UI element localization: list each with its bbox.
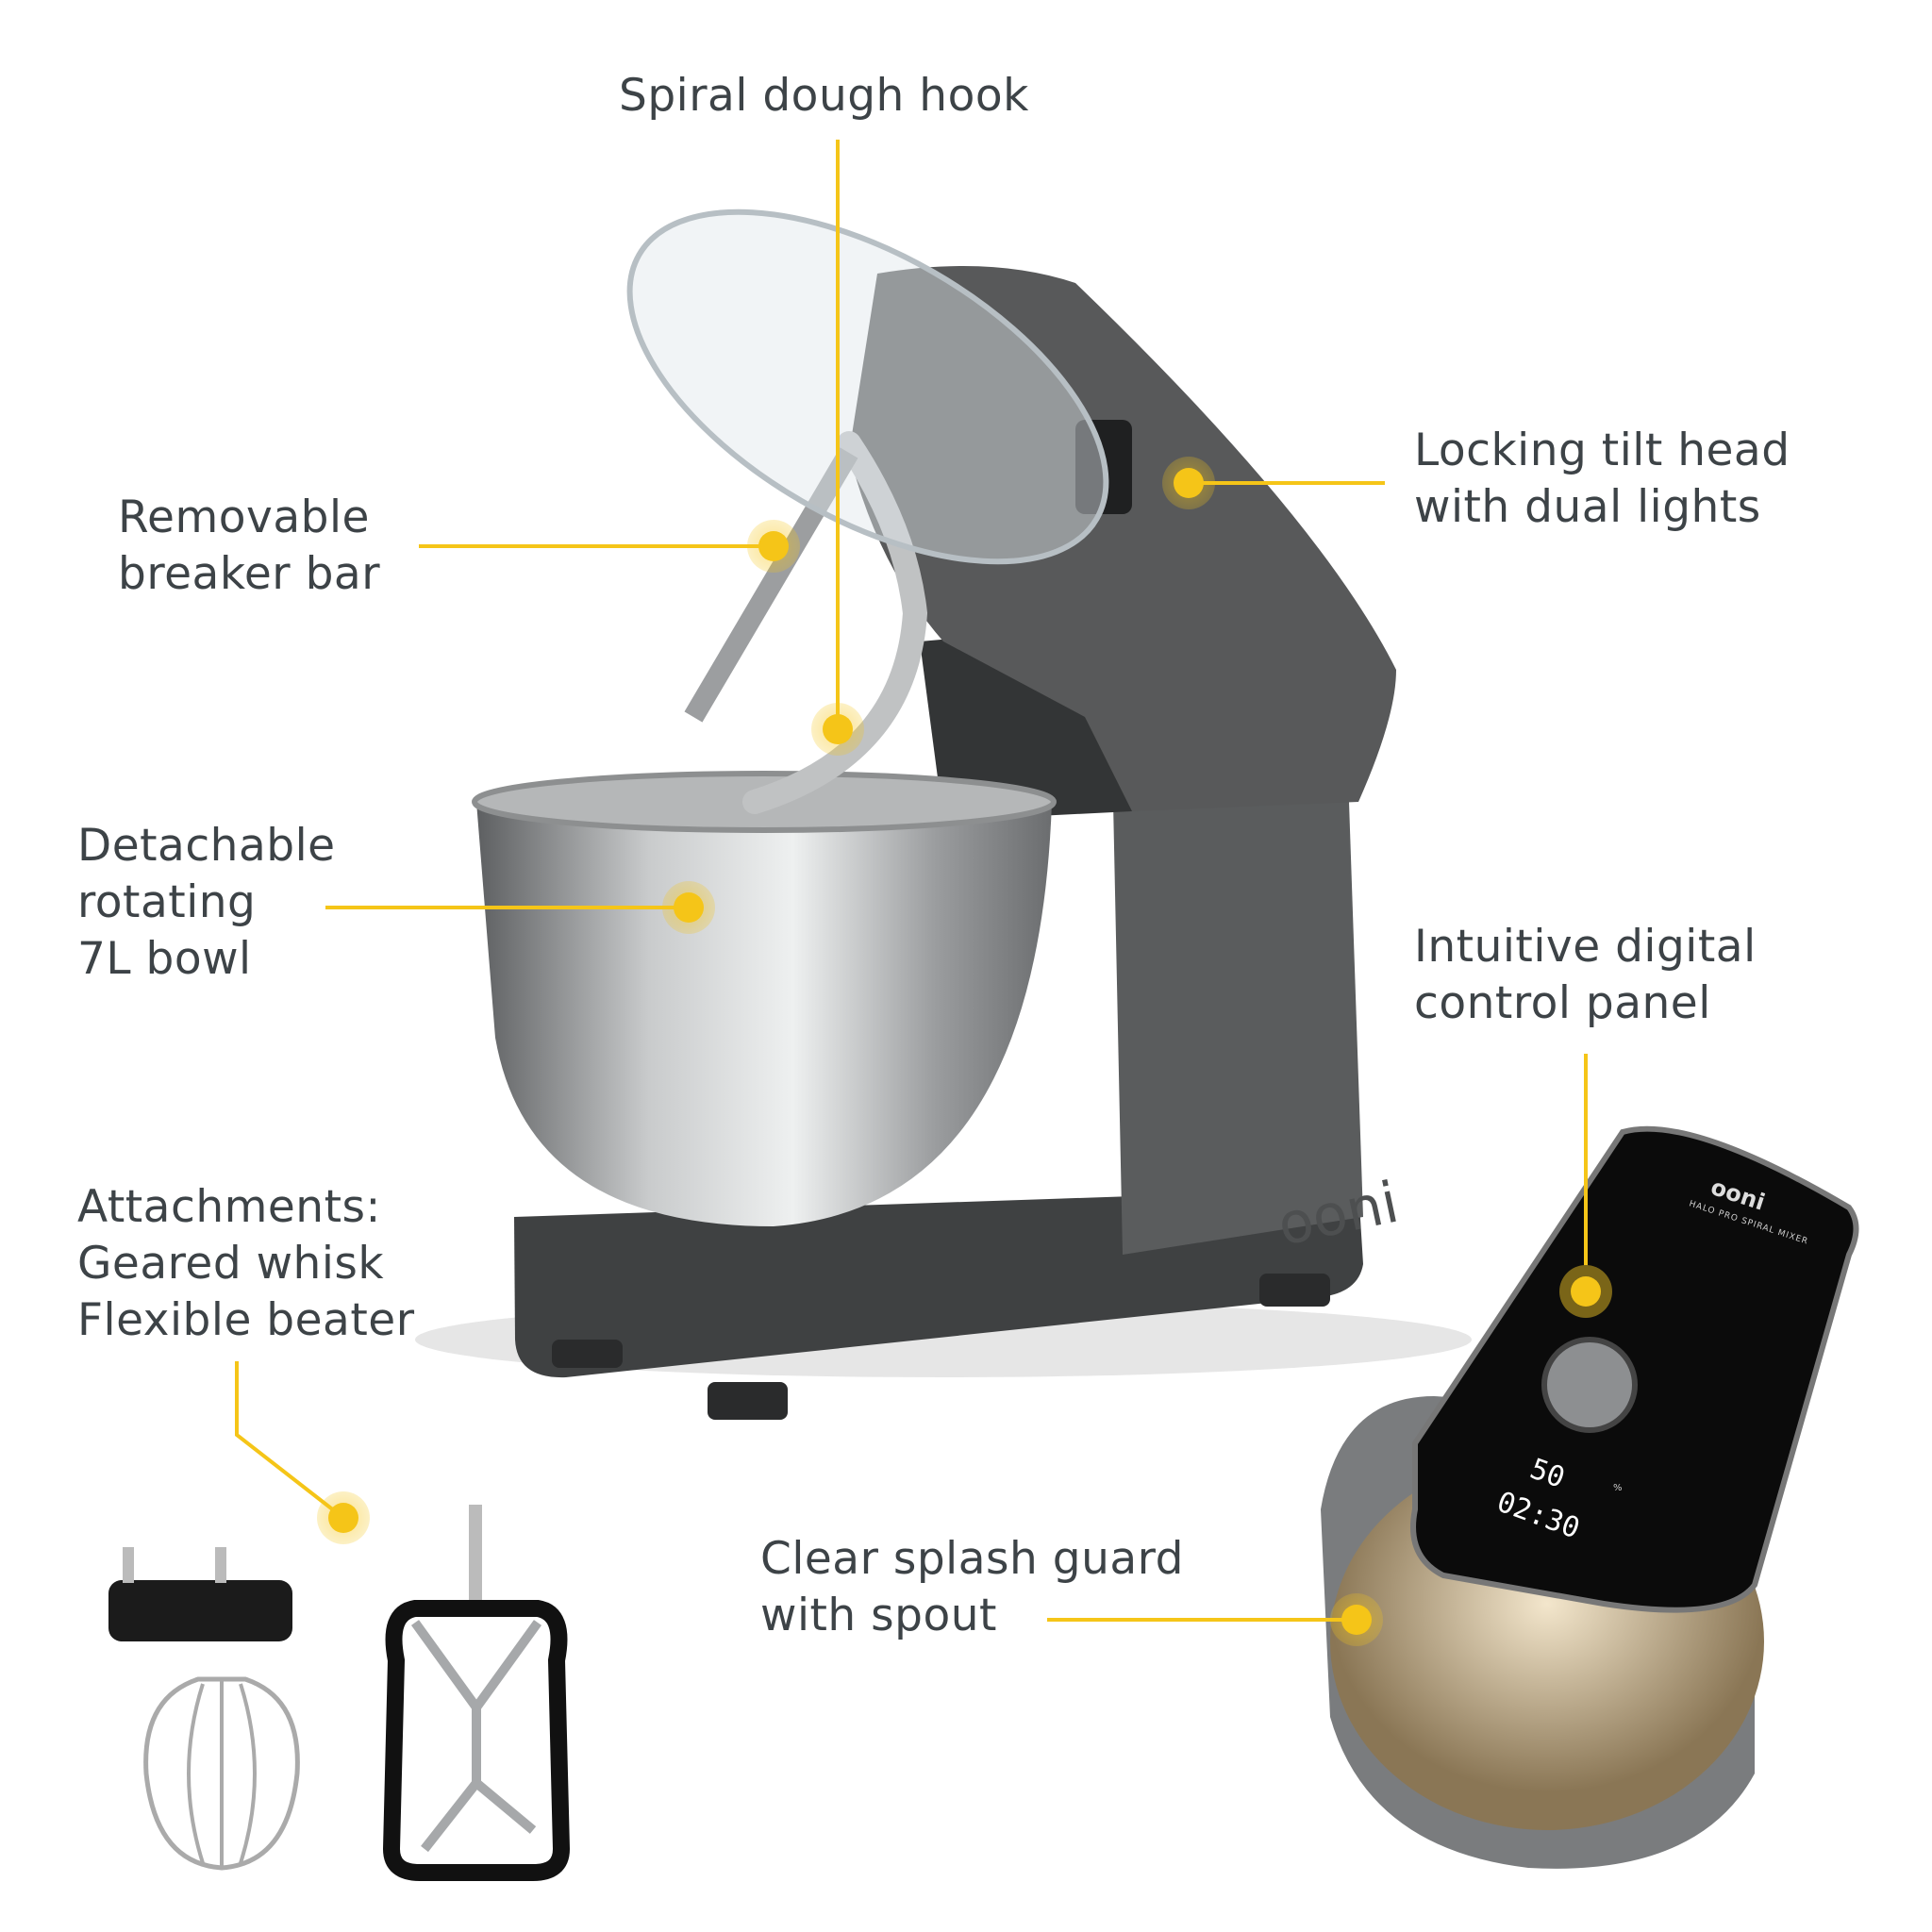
label-line: with dual lights — [1414, 481, 1761, 533]
label-line: Clear splash guard — [760, 1533, 1185, 1585]
label-line: breaker bar — [118, 548, 381, 600]
label-breaker-bar: Removable breaker bar — [118, 490, 380, 603]
dot-bowl — [662, 881, 715, 934]
callout-lines — [235, 140, 1588, 1622]
label-line: control panel — [1414, 977, 1711, 1029]
dot-control-panel — [1559, 1265, 1612, 1318]
label-text: Spiral dough hook — [619, 70, 1029, 122]
label-line: Detachable — [77, 820, 336, 872]
label-line: Attachments: — [77, 1181, 381, 1233]
callout-dots — [317, 457, 1612, 1646]
label-bowl: Detachable rotating 7L bowl — [77, 818, 336, 988]
label-attachments: Attachments: Geared whisk Flexible beate… — [77, 1179, 415, 1349]
unit-readout: % — [1613, 1483, 1623, 1493]
label-spiral-hook: Spiral dough hook — [619, 68, 1029, 125]
dot-splash-guard — [1330, 1593, 1383, 1646]
label-line: Removable — [118, 491, 370, 543]
label-line: with spout — [760, 1590, 997, 1641]
label-tilt-head: Locking tilt head with dual lights — [1414, 423, 1790, 536]
dot-breaker-bar — [747, 520, 800, 573]
label-line: rotating — [77, 876, 257, 928]
attachments-illustration — [108, 1505, 571, 1881]
dot-attachments — [317, 1491, 370, 1544]
label-splash-guard: Clear splash guard with spout — [760, 1531, 1184, 1644]
dot-spiral-hook — [811, 703, 864, 756]
main-mixer: ooni — [415, 208, 1472, 1420]
dot-tilt-head — [1162, 457, 1215, 509]
label-line: 7L bowl — [77, 933, 252, 985]
label-line: Flexible beater — [77, 1294, 415, 1346]
label-control-panel: Intuitive digital control panel — [1414, 919, 1757, 1032]
label-line: Locking tilt head — [1414, 425, 1790, 476]
label-line: Geared whisk — [77, 1238, 385, 1290]
secondary-mixer: 50 02:30 % ooni HALO PRO SPIRAL MIXER — [1321, 1125, 1859, 1869]
label-line: Intuitive digital — [1414, 921, 1757, 973]
